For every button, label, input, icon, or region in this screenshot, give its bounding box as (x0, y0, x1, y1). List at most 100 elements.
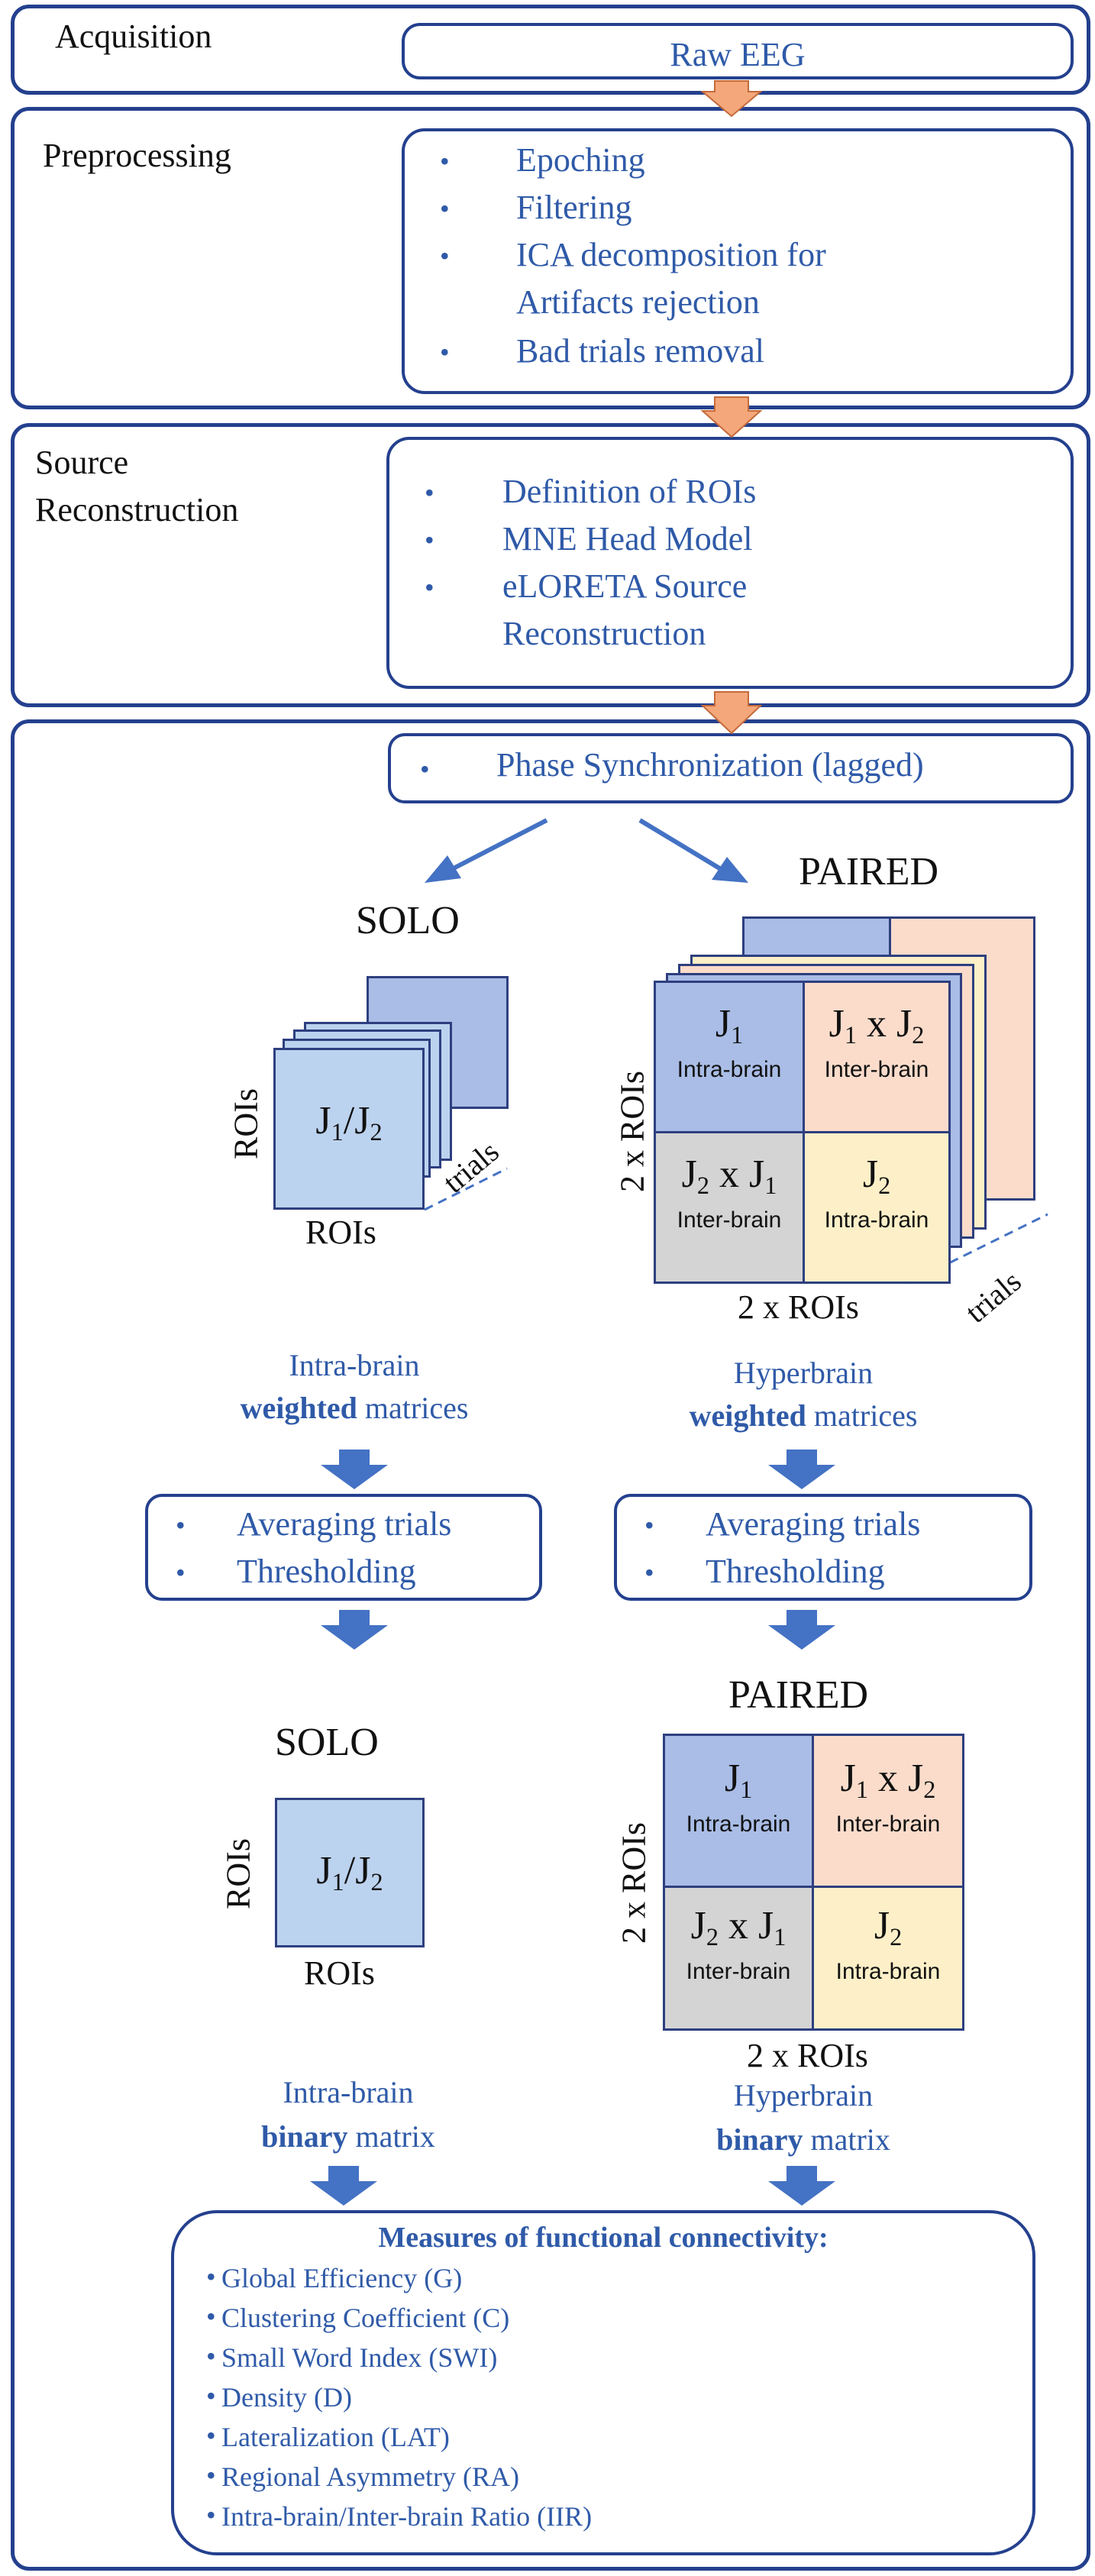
arrow-to-solo-head (425, 855, 461, 883)
solo-title-2: SOLO (275, 1721, 379, 1764)
preprocessing-item-ica: ICA decomposition for (516, 236, 826, 273)
preprocessing-title: Preprocessing (43, 137, 231, 174)
paired-binary-cell-j1xj2-caption: Inter-brain (835, 1812, 941, 1837)
paired-title: PAIRED (799, 850, 939, 894)
bullet: • (206, 2301, 216, 2332)
measure-global-efficiency: Global Efficiency (G) (221, 2263, 463, 2293)
blue-arrow-paired-2 (768, 1610, 835, 1650)
solo-binary-x-label: ROIs (304, 1954, 375, 1992)
paired-binary-cell-j2xj1: J2 x J1 Inter-brain (663, 1886, 814, 2031)
source-box (386, 437, 1074, 689)
paired-cell-j2-label: J2 (862, 1152, 891, 1200)
bullet: • (206, 2380, 216, 2411)
measure-small-world: Small Word Index (SWI) (221, 2342, 498, 2373)
source-title-line2: Reconstruction (35, 491, 239, 528)
bullet: • (206, 2420, 216, 2451)
bullet: • (440, 146, 450, 176)
preprocessing-item-epoching: Epoching (516, 141, 645, 179)
phase-sync-label: Phase Synchronization (lagged) (496, 746, 924, 784)
paired-weighted-line2: weighted matrices (654, 1398, 953, 1433)
blue-arrow-solo-1 (321, 1450, 388, 1489)
source-item-mne: MNE Head Model (502, 520, 753, 558)
source-item-rois: Definition of ROIs (502, 473, 757, 510)
paired-cell-j1xj2-label: J1 x J2 (829, 1002, 925, 1049)
bullet: • (176, 1510, 186, 1540)
paired-binary-cell-j1-label: J1 (724, 1757, 753, 1804)
measure-lateralization: Lateralization (LAT) (221, 2422, 450, 2452)
paired-cell-j1xj2-caption: Inter-brain (824, 1057, 929, 1083)
paired-steps-box (614, 1494, 1032, 1601)
paired-cell-j2xj1: J2 x J1 Inter-brain (654, 1131, 805, 1284)
blue-arrow-solo-2 (321, 1610, 388, 1650)
paired-binary-line2: binary matrix (661, 2122, 945, 2157)
solo-binary-line2: binary matrix (211, 2119, 486, 2154)
preprocessing-item-bad-trials: Bad trials removal (516, 332, 765, 370)
paired-binary-rest: matrix (803, 2122, 890, 2157)
solo-weighted-line1: Intra-brain (289, 1348, 420, 1382)
paired-weighted-line1: Hyperbrain (733, 1356, 874, 1390)
solo-matrix-label-text: J1/J2 (315, 1099, 383, 1146)
solo-binary-line1: Intra-brain (283, 2075, 414, 2109)
solo-title: SOLO (356, 899, 460, 942)
connectivity-stage (11, 719, 1090, 2571)
paired-cell-j1-caption: Intra-brain (677, 1057, 782, 1083)
bullet: • (644, 1557, 654, 1588)
paired-binary-y-label: 2 x ROIs (615, 1822, 653, 1944)
solo-steps-box (145, 1494, 542, 1601)
solo-step-thresholding: Thresholding (237, 1553, 416, 1590)
bullet: • (440, 193, 450, 224)
solo-x-label: ROIs (305, 1214, 376, 1251)
measures-box (171, 2210, 1035, 2555)
bullet: • (206, 2500, 216, 2530)
paired-binary-cell-j1-caption: Intra-brain (686, 1812, 791, 1837)
paired-x-label: 2 x ROIs (738, 1288, 859, 1326)
acquisition-stage (11, 5, 1090, 95)
bullet: • (425, 572, 434, 603)
source-item-eloreta: eLORETA Source (502, 567, 748, 605)
bullet: • (425, 477, 434, 508)
source-title-line1: Source (35, 444, 129, 481)
bullet: • (644, 1510, 654, 1540)
preprocessing-box (402, 128, 1074, 394)
paired-binary-cell-j2xj1-label: J2 x J1 (690, 1904, 787, 1951)
paired-cell-j1: J1 Intra-brain (654, 981, 805, 1133)
paired-step-thresholding: Thresholding (706, 1553, 885, 1590)
solo-depth-line (424, 1167, 508, 1211)
paired-cell-j1-label: J1 (715, 1002, 744, 1049)
solo-binary-y-label: ROIs (219, 1838, 257, 1909)
paired-cell-j2: J2 Intra-brain (803, 1131, 951, 1284)
paired-binary-bold: binary (716, 2122, 803, 2157)
source-stage (11, 423, 1090, 707)
solo-weighted-line2: weighted matrices (214, 1390, 495, 1426)
solo-weighted-rest: matrices (357, 1391, 469, 1425)
measure-regional-asymmetry: Regional Asymmetry (RA) (221, 2461, 519, 2492)
paired-cell-j2xj1-label: J2 x J1 (681, 1152, 777, 1200)
solo-binary-rest: matrix (347, 2119, 435, 2154)
preprocessing-item-filtering: Filtering (516, 189, 632, 226)
solo-binary-matrix (275, 1798, 425, 1947)
bullet: • (176, 1557, 186, 1588)
solo-matrix-front (273, 1048, 425, 1210)
acquisition-title: Acquisition (55, 18, 212, 55)
solo-binary-bold: binary (261, 2119, 348, 2154)
paired-binary-cell-j1xj2-label: J1 x J2 (840, 1757, 936, 1804)
paired-binary-cell-j2: J2 Intra-brain (812, 1886, 964, 2031)
paired-binary-cell-j2-caption: Intra-brain (835, 1959, 941, 1985)
bullet: • (425, 525, 434, 555)
bullet: • (420, 754, 430, 784)
arrow-to-paired-head (712, 857, 748, 883)
arrow-to-solo-line (451, 818, 548, 871)
paired-binary-x-label: 2 x ROIs (747, 2037, 868, 2074)
bullet: • (206, 2341, 216, 2371)
preprocessing-stage (11, 107, 1090, 409)
arrow-to-paired-line (638, 818, 722, 871)
bullet: • (206, 2261, 216, 2292)
orange-arrow-2 (700, 396, 763, 438)
measure-iir: Intra-brain/Inter-brain Ratio (IIR) (221, 2501, 593, 2532)
solo-y-label: ROIs (227, 1088, 265, 1159)
paired-binary-line1: Hyperbrain (733, 2078, 874, 2112)
paired-cell-j1xj2: J1 x J2 Inter-brain (803, 981, 951, 1133)
paired-cell-j2xj1-caption: Inter-brain (677, 1207, 782, 1233)
paired-cell-j2-caption: Intra-brain (824, 1207, 929, 1233)
